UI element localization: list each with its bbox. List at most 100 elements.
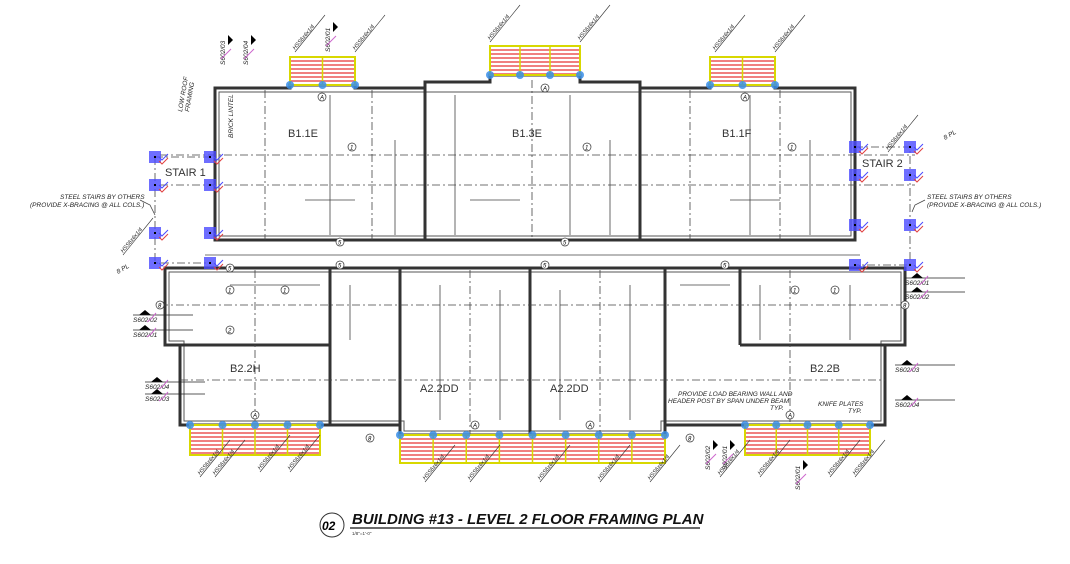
column-size-label: HSS6x6x1/4	[577, 14, 601, 41]
detail-number-circle	[319, 512, 345, 538]
joist	[491, 49, 579, 51]
section-mark-label: S602/01	[905, 280, 930, 287]
grid-tag: 5	[335, 260, 345, 270]
check-icon	[158, 259, 169, 267]
section-mark-label: S602/01	[133, 332, 158, 339]
grid-tag-label: 1	[833, 289, 836, 295]
column-size-label: HSS6x6x1/4	[487, 14, 511, 41]
section-arrow-icon	[713, 440, 718, 450]
grid-tag-circle	[830, 285, 840, 295]
connection-icon	[546, 71, 554, 79]
grid-tag: 8	[155, 300, 165, 310]
check-icon	[858, 143, 869, 151]
section-arrow-icon	[333, 22, 338, 32]
connection-icon	[495, 431, 504, 439]
grid-tag-label: A	[542, 87, 547, 93]
check-icon	[158, 391, 169, 402]
grid-tag: A	[540, 83, 550, 93]
grid-tag-circle	[335, 260, 345, 270]
check-icon	[858, 147, 869, 155]
leader-line	[599, 444, 631, 483]
stair-label: STAIR 1	[165, 167, 206, 179]
column-center	[209, 156, 211, 158]
grid-tag-label: 2	[227, 329, 232, 335]
grid-tag: 1	[347, 142, 357, 152]
section-marker: S602/03	[145, 389, 205, 403]
grid-tag-label: 5	[338, 264, 342, 270]
column-center	[209, 232, 211, 234]
section-arrow-icon	[730, 440, 735, 450]
stair-column	[904, 169, 924, 183]
connection-icon	[627, 431, 636, 439]
check-icon	[146, 312, 157, 323]
leader-line	[489, 4, 521, 43]
section-arrow-icon	[251, 35, 256, 45]
leader-line	[649, 444, 681, 483]
load-bearing-note: TYP.	[770, 405, 784, 412]
section-arrow-icon	[228, 35, 233, 45]
grid-tag-circle	[225, 285, 235, 295]
connection-icon	[186, 421, 194, 429]
grid-tag-circle	[785, 410, 795, 420]
check-icon	[220, 48, 232, 60]
grid-tag-circle	[720, 260, 730, 270]
check-icon	[858, 225, 869, 233]
grid-tag: A	[470, 420, 480, 430]
column-size-label: HSS6x6x1/4	[717, 449, 741, 476]
stair-column	[204, 257, 224, 271]
stair-column	[904, 259, 924, 273]
leader-line	[854, 439, 886, 478]
grid-tag-label: A	[787, 414, 792, 420]
grid-tag-label: 1	[228, 289, 231, 295]
check-icon	[795, 473, 807, 485]
grid-tag-label: 5	[338, 241, 342, 247]
check-icon	[158, 233, 169, 241]
steel-stairs-note: (PROVIDE X-BRACING @ ALL COLS.)	[30, 202, 144, 209]
grid-tag-circle	[250, 410, 260, 420]
stair-label: STAIR 2	[862, 158, 903, 170]
check-icon	[705, 453, 717, 465]
grid-tag-circle	[225, 325, 235, 335]
check-icon	[146, 327, 157, 338]
grid-tag: 5	[560, 237, 570, 247]
section-marker: S602/02	[905, 287, 965, 301]
grid-tag-label: 1	[283, 289, 286, 295]
check-icon	[213, 157, 224, 165]
leader-line	[289, 434, 321, 473]
room-label: B1.1F	[722, 128, 752, 140]
brick-lintel-note: BRICK LINTEL	[228, 94, 235, 138]
grid-tag-circle	[540, 260, 550, 270]
grid-tag-circle	[900, 300, 910, 310]
steel-stairs-note: (PROVIDE X-BRACING @ ALL COLS.)	[927, 202, 1041, 209]
section-mark-label: S602/02	[705, 445, 712, 470]
check-icon	[913, 265, 924, 273]
section-marker: S602/01	[722, 440, 735, 470]
check-icon	[913, 175, 924, 183]
section-arrow-icon	[151, 389, 163, 394]
column-center	[909, 264, 911, 266]
stair-column	[849, 141, 869, 155]
stair-column	[204, 151, 224, 165]
column-center	[854, 264, 856, 266]
connection-icon	[351, 81, 359, 89]
check-icon	[913, 143, 924, 151]
section-mark-label: S602/03	[145, 396, 170, 403]
drawing-title: BUILDING #13 - LEVEL 2 FLOOR FRAMING PLA…	[352, 511, 705, 528]
grid-tag-circle	[560, 237, 570, 247]
connection-icon	[486, 71, 494, 79]
leader-line	[469, 444, 501, 483]
grid-tag: 5	[720, 260, 730, 270]
plate-note: 8 PL	[116, 263, 131, 276]
grid-tag-circle	[155, 300, 165, 310]
check-icon	[213, 233, 224, 241]
section-mark-label: S602/02	[133, 317, 158, 324]
connection-icon	[396, 431, 404, 439]
grid-tag-circle	[317, 92, 327, 102]
section-marker: S602/02	[133, 310, 193, 324]
grid-tag: 1	[790, 285, 800, 295]
check-icon	[858, 265, 869, 273]
connection-icon	[516, 71, 524, 79]
grid-tag-label: 1	[793, 289, 796, 295]
grid-tag: 5	[335, 237, 345, 247]
